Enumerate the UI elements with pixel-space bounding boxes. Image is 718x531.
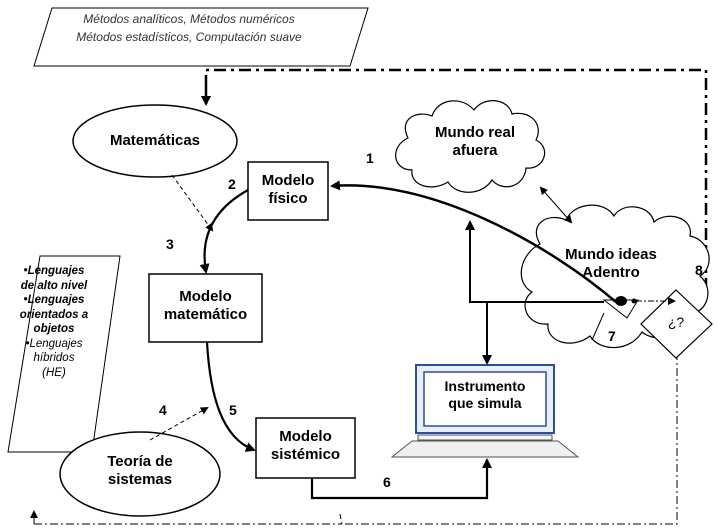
- step-number-2: 2: [228, 176, 236, 192]
- instrumento-label: Instrumento que simula: [424, 378, 546, 412]
- mundo-real-cloud: [395, 100, 546, 193]
- step-number-7: 7: [608, 328, 616, 344]
- mundo-real-label: Mundo real afuera: [420, 124, 530, 160]
- mundo-ideas-line-1: Mundo ideas: [565, 246, 657, 263]
- modelo-matematico-line-1: Modelo: [179, 288, 232, 305]
- mundo-ideas-label: Mundo ideas Adentro: [546, 246, 676, 282]
- step-number-5: 5: [229, 402, 237, 418]
- mundo-real-line-1: Mundo real: [434, 124, 515, 141]
- arrow-1: [330, 180, 617, 303]
- modelo-fisico-line-1: Modelo: [261, 172, 315, 189]
- methods-line-2: Métodos estadísticos, Computación suave: [76, 30, 302, 44]
- lang-item-3a: •Lenguajes: [25, 337, 83, 350]
- modelo-sistemico-line-1: Modelo: [279, 428, 332, 445]
- step-number-4: 4: [159, 402, 167, 418]
- eye-lower-line: [591, 312, 605, 341]
- teoria-line-2: sistemas: [107, 471, 173, 488]
- step-number-3: 3: [166, 236, 174, 252]
- languages-text: •Lenguajes de alto nivel •Lenguajes orie…: [6, 264, 102, 380]
- modelo-fisico-box: [247, 161, 329, 221]
- arrow-4-dashed: [149, 407, 209, 441]
- matematicas-ellipse: [72, 104, 238, 178]
- question-mark-label: ¿?: [667, 314, 685, 330]
- bracket-to-cloud: [465, 220, 604, 303]
- lang-item-1b: de alto nivel: [20, 279, 88, 292]
- modelo-matematico-line-2: matemático: [163, 306, 248, 323]
- modelo-fisico-line-2: físico: [268, 190, 308, 207]
- dashdot-top-loop: [204, 68, 708, 290]
- lang-item-1a: •Lenguajes: [23, 265, 85, 277]
- step-number-8: 8: [695, 262, 703, 278]
- modelo-sistemico-box: [255, 417, 356, 479]
- matematicas-label: Matemáticas: [109, 132, 201, 149]
- teoria-label: Teoría de sistemas: [80, 453, 200, 489]
- methods-line-1: Métodos analíticos, Métodos numéricos: [83, 12, 295, 26]
- methods-text: Métodos analíticos, Métodos numéricos Mé…: [34, 10, 344, 46]
- eye-icon: [602, 296, 639, 319]
- arrow-3: [199, 189, 249, 274]
- mundo-real-line-2: afuera: [452, 142, 498, 159]
- methods-parallelogram: [33, 7, 369, 67]
- teoria-line-1: Teoría de: [107, 453, 173, 470]
- lang-item-2b: orientados a: [19, 308, 89, 321]
- dashdot-bottom-loop: [339, 336, 678, 525]
- modelo-sistemico-label: Modelo sistémico: [256, 428, 355, 464]
- instrumento-line-1: Instrumento: [444, 378, 526, 394]
- modelo-matematico-box: [148, 273, 263, 343]
- mundo-ideas-line-2: Adentro: [582, 264, 640, 281]
- modelo-matematico-label: Modelo matemático: [149, 288, 262, 324]
- arrow-2-dashed: [171, 174, 214, 232]
- decision-diamond: [640, 289, 713, 359]
- instrumento-line-2: que simula: [448, 394, 522, 411]
- lang-item-2c: objetos: [33, 323, 75, 335]
- step-number-6: 6: [383, 474, 391, 490]
- teoria-ellipse: [59, 431, 221, 517]
- step-number-1: 1: [366, 150, 374, 166]
- modelo-fisico-label: Modelo físico: [248, 172, 328, 208]
- lang-item-3c: (HE): [42, 366, 66, 379]
- clouds-double-arrow: [539, 186, 573, 224]
- arrow-6: [310, 458, 492, 500]
- modelo-sistemico-line-2: sistémico: [270, 446, 341, 463]
- monitor-icon: [390, 364, 580, 458]
- arrow-5: [205, 341, 256, 452]
- lang-item-2a: •Lenguajes: [23, 294, 85, 306]
- lang-item-3b: híbridos: [33, 352, 75, 364]
